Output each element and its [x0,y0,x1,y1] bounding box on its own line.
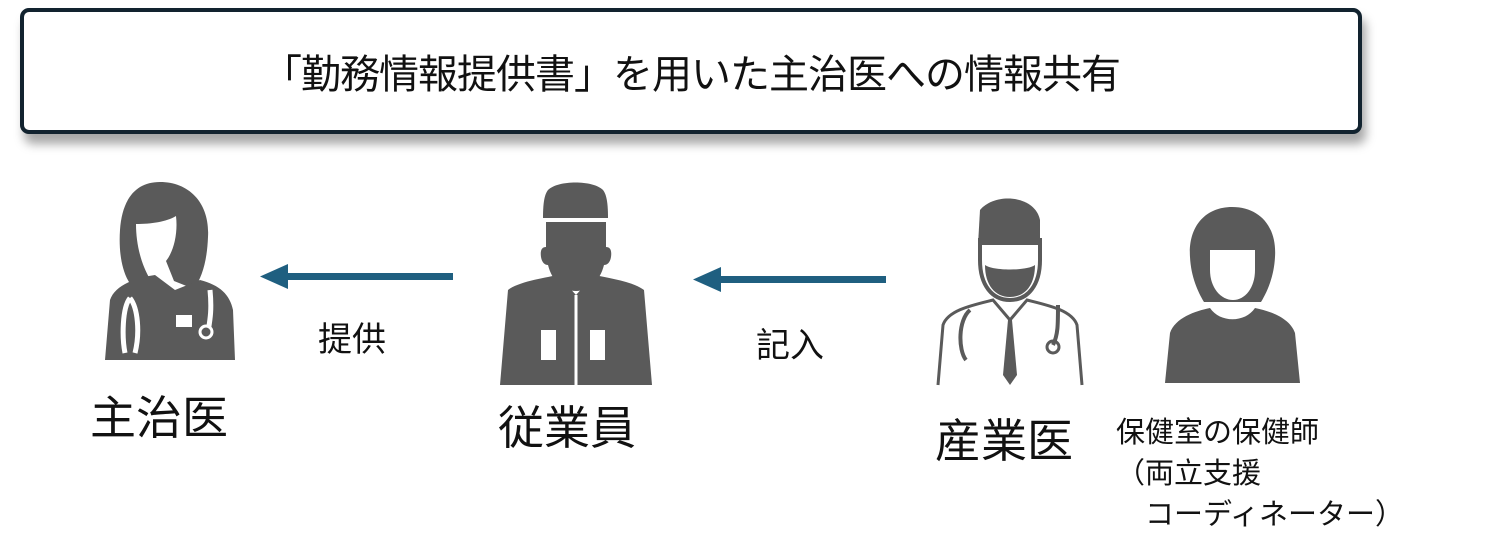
page-title: 「勤務情報提供書」を用いた主治医への情報共有 [262,52,1121,98]
male-doctor-icon [936,198,1084,386]
employee-label: 従業員 [498,401,636,455]
employee-icon [500,182,652,385]
attending-physician-label: 主治医 [90,391,228,445]
arrow-left-icon [693,267,886,292]
nurse-label-line: 保健室の保健師 [1116,415,1320,449]
nurse-icon [1165,207,1300,383]
nurse-label: 保健室の保健師 （両立支援 コーディネーター） [1116,412,1404,535]
provide-label: 提供 [318,320,386,360]
title-box: 「勤務情報提供書」を用いた主治医への情報共有 [20,8,1362,134]
nurse-label-line: コーディネーター） [1116,497,1404,531]
occupational-physician-label: 産業医 [935,414,1073,468]
nurse-label-line: （両立支援 [1116,456,1262,490]
arrow-left-icon [260,264,453,289]
fill-in-label: 記入 [756,326,824,366]
female-doctor-icon [105,182,235,360]
